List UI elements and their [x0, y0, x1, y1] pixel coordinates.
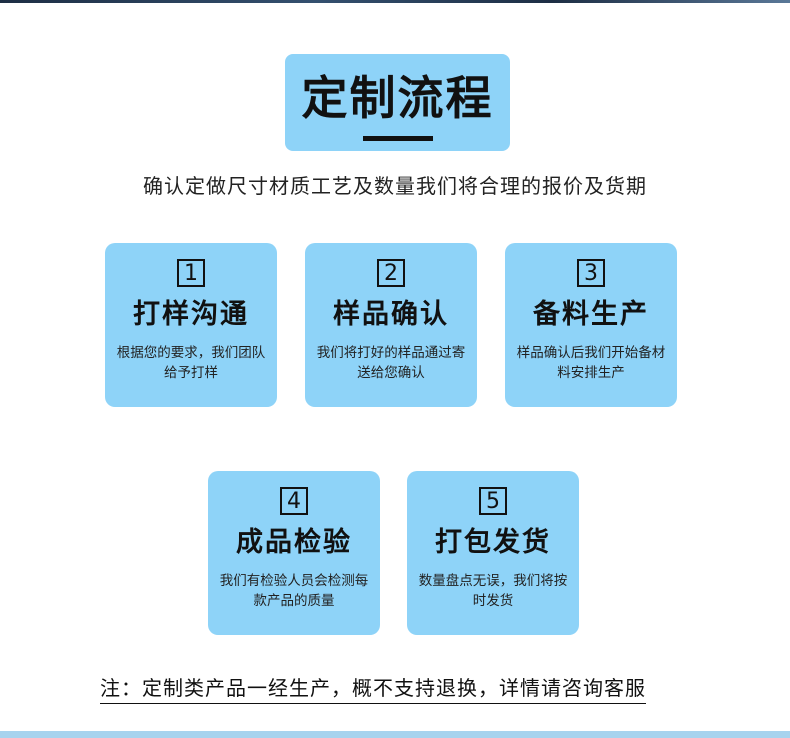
- top-decorative-strip: [0, 0, 790, 3]
- page-title: 定制流程: [301, 71, 494, 125]
- step-desc-3: 样品确认后我们开始备材料安排生产: [516, 345, 666, 381]
- step-number-4: 4: [280, 487, 308, 515]
- title-underline: [363, 136, 433, 141]
- step-title-3: 备料生产: [533, 299, 649, 330]
- customization-note: 注：定制类产品一经生产，概不支持退换，详情请咨询客服: [100, 672, 646, 704]
- step-number-1: 1: [177, 259, 205, 287]
- step-card-1: 1 打样沟通 根据您的要求，我们团队给予打样: [105, 243, 277, 407]
- step-card-4: 4 成品检验 我们有检验人员会检测每款产品的质量: [208, 471, 380, 635]
- step-title-1: 打样沟通: [133, 299, 249, 330]
- bottom-decorative-strip: [0, 731, 790, 738]
- step-card-2: 2 样品确认 我们将打好的样品通过寄送给您确认: [305, 243, 477, 407]
- step-title-4: 成品检验: [236, 527, 352, 558]
- step-title-2: 样品确认: [333, 299, 449, 330]
- step-number-2: 2: [377, 259, 405, 287]
- step-desc-2: 我们将打好的样品通过寄送给您确认: [316, 345, 466, 381]
- step-desc-1: 根据您的要求，我们团队给予打样: [116, 345, 266, 381]
- step-number-5: 5: [479, 487, 507, 515]
- step-card-3: 3 备料生产 样品确认后我们开始备材料安排生产: [505, 243, 677, 407]
- step-desc-5: 数量盘点无误，我们将按时发货: [418, 573, 568, 609]
- step-card-5: 5 打包发货 数量盘点无误，我们将按时发货: [407, 471, 579, 635]
- page-subtitle: 确认定做尺寸材质工艺及数量我们将合理的报价及货期: [143, 174, 647, 198]
- step-title-5: 打包发货: [435, 527, 551, 558]
- step-number-3: 3: [577, 259, 605, 287]
- step-desc-4: 我们有检验人员会检测每款产品的质量: [219, 573, 369, 609]
- title-banner: 定制流程: [285, 54, 510, 151]
